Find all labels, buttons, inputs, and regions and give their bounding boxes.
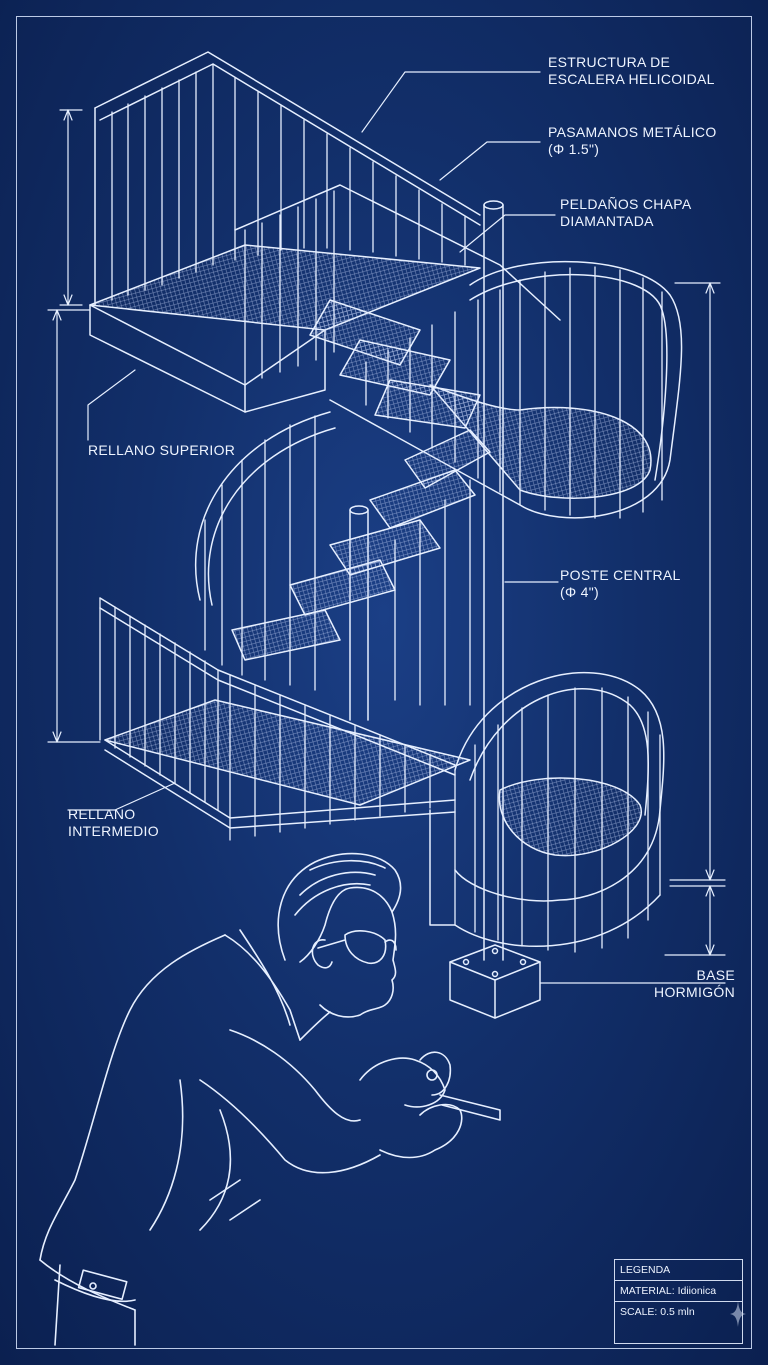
label-intermediate-landing: RELLANO INTERMEDIO [68, 806, 159, 839]
leader-lines [67, 71, 726, 984]
label-handrail: PASAMANOS METÁLICO (Φ 1.5") [548, 124, 717, 157]
concrete-base [449, 944, 541, 1019]
label-treads: PELDAÑOS CHAPA DIAMANTADA [560, 196, 692, 229]
label-upper-landing: RELLANO SUPERIOR [88, 442, 236, 458]
legend-box: LEGENDA MATERIAL: Idiionica SCALE: 0.5 m… [614, 1259, 743, 1344]
legend-material: MATERIAL: Idiionica [615, 1281, 742, 1302]
blueprint-frame [16, 16, 752, 1349]
middle-spiral [195, 411, 491, 706]
label-base: BASE HORMIGÓN [654, 967, 735, 1000]
label-central-post: POSTE CENTRAL (Φ 4") [560, 567, 681, 600]
upper-landing [89, 51, 561, 413]
intermediate-landing [99, 597, 471, 841]
legend-title: LEGENDA [615, 1260, 742, 1281]
sparkle-icon [730, 1301, 746, 1327]
legend-material-value: Idiionica [677, 1285, 717, 1297]
dimension-lines [47, 109, 726, 956]
lower-helix [429, 671, 665, 953]
label-structure: ESTRUCTURA DE ESCALERA HELICOIDAL [548, 54, 715, 87]
engineer-figure [39, 852, 501, 1346]
legend-material-label: MATERIAL: [620, 1285, 675, 1297]
legend-scale: SCALE: 0.5 mln [620, 1306, 695, 1318]
